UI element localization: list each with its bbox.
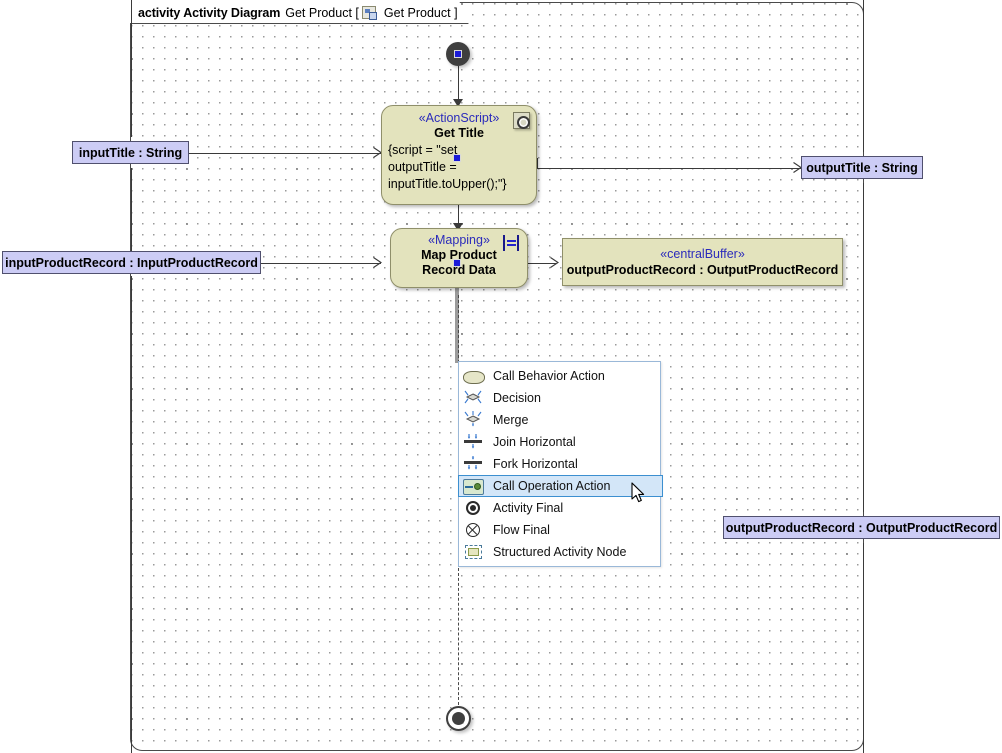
action-body-line-1: {script = "set [388, 143, 458, 157]
menu-item-structured-activity-node[interactable]: Structured Activity Node [459, 541, 660, 563]
selection-handle[interactable] [454, 50, 462, 58]
menu-item-label: Flow Final [493, 523, 550, 537]
initial-node[interactable] [446, 42, 470, 66]
menu-item-label: Call Operation Action [493, 479, 611, 493]
menu-item-flow-final[interactable]: Flow Final [459, 519, 660, 541]
activity-final-node[interactable] [446, 706, 471, 731]
menu-item-label: Activity Final [493, 501, 564, 515]
decision-icon [463, 389, 485, 407]
menu-item-label: Call Behavior Action [493, 369, 605, 383]
menu-item-activity-final[interactable]: Activity Final [459, 497, 660, 519]
action-name-map-line-1: Map Product [421, 248, 497, 262]
menu-item-label: Fork Horizontal [493, 457, 578, 471]
menu-item-label: Structured Activity Node [493, 545, 627, 559]
structured-activity-node-icon [463, 543, 485, 561]
menu-item-merge[interactable]: Merge [459, 409, 660, 431]
action-name-get-title: Get Title [434, 126, 484, 140]
action-body-line-3: inputTitle.toUpper();"} [388, 177, 507, 191]
pin-spine-left [130, 276, 132, 753]
frame-qualifier: Get Product ] [383, 5, 458, 20]
action-body-line-2: outputTitle = [388, 160, 457, 174]
pin-output-title[interactable]: outputTitle : String [801, 156, 923, 179]
stereotype-central-buffer: «centralBuffer» [660, 247, 745, 261]
diagram-icon [362, 6, 376, 19]
menu-item-join-horizontal[interactable]: Join Horizontal [459, 431, 660, 453]
pin-spine-input-title-bottom [130, 168, 132, 253]
edge-to-central-buffer[interactable] [528, 262, 556, 264]
frame-keyword: activity Activity Diagram [138, 5, 281, 20]
stereotype-actionscript: «ActionScript» [418, 111, 500, 125]
menu-item-label: Join Horizontal [493, 435, 576, 449]
call-operation-action-icon [463, 477, 485, 495]
edge-initial-to-get-title[interactable] [457, 66, 459, 104]
action-get-title[interactable]: «ActionScript» Get Title {script = "set … [381, 105, 537, 205]
edge-get-title-to-map[interactable] [457, 205, 459, 227]
flow-final-icon [463, 521, 485, 539]
actionscript-icon[interactable] [513, 112, 530, 129]
selection-handle[interactable] [453, 154, 461, 162]
selection-handle[interactable] [456, 716, 464, 724]
menu-item-label: Decision [493, 391, 541, 405]
call-behavior-action-icon [463, 367, 485, 385]
pin-spine-right-bottom [862, 543, 864, 753]
arrowhead-input-product-record [373, 257, 382, 268]
menu-item-fork-horizontal[interactable]: Fork Horizontal [459, 453, 660, 475]
pin-spine-input-title-top [130, 0, 132, 137]
menu-item-call-behavior-action[interactable]: Call Behavior Action [459, 365, 660, 387]
menu-item-label: Merge [493, 413, 529, 427]
stereotype-mapping: «Mapping» [428, 233, 490, 247]
pin-spine-right-mid [862, 183, 864, 512]
menu-item-decision[interactable]: Decision [459, 387, 660, 409]
mapping-icon[interactable] [503, 235, 519, 251]
activity-final-icon [463, 499, 485, 517]
edge-output-title-stub [536, 158, 538, 168]
action-map-product-record-data[interactable]: «Mapping» Map Product Record Data [390, 228, 528, 288]
pin-output-product-record[interactable]: outputProductRecord : OutputProductRecor… [723, 516, 1000, 539]
edge-to-activity-final[interactable] [458, 568, 459, 705]
pin-input-product-record[interactable]: inputProductRecord : InputProductRecord [2, 251, 261, 274]
edge-output-title[interactable] [537, 167, 801, 169]
arrowhead-central-buffer [550, 257, 559, 268]
join-horizontal-icon [463, 433, 485, 451]
menu-item-call-operation-action[interactable]: Call Operation Action [458, 475, 663, 497]
pin-spine-right-top [862, 0, 864, 152]
selected-edge-segment[interactable] [455, 288, 459, 363]
edge-input-product-record[interactable] [261, 262, 381, 264]
merge-icon [463, 411, 485, 429]
pin-input-title[interactable]: inputTitle : String [72, 141, 189, 164]
action-name-map-line-2: Record Data [422, 263, 496, 277]
selection-handle[interactable] [453, 259, 461, 267]
arrowhead-map-product [452, 223, 463, 231]
frame-label-tab: activity Activity Diagram Get Product [ … [130, 2, 469, 24]
arrowhead-get-title [452, 99, 463, 107]
selected-edge-dash-overlay [458, 295, 459, 363]
central-buffer-node[interactable]: «centralBuffer» outputProductRecord : Ou… [562, 238, 843, 286]
central-buffer-name: outputProductRecord : OutputProductRecor… [566, 263, 839, 277]
fork-horizontal-icon [463, 455, 485, 473]
edge-input-title[interactable] [189, 152, 381, 154]
frame-name: Get Product [ [285, 5, 359, 20]
